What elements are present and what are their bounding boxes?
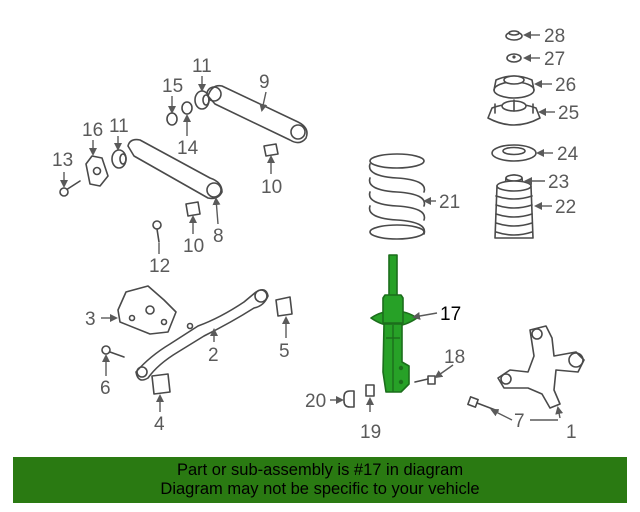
callout-3: 3 [85, 309, 96, 330]
callout-22: 22 [555, 197, 576, 218]
callout-24: 24 [557, 144, 579, 165]
callout-11a: 11 [192, 56, 212, 77]
callout-4: 4 [154, 414, 165, 435]
coil-spring-part-21 [368, 153, 426, 240]
callout-26: 26 [555, 75, 576, 96]
bushing-part-11b [111, 149, 127, 169]
nut-part-20 [343, 390, 355, 408]
nut-part-19 [365, 384, 375, 397]
callout-27: 27 [544, 49, 565, 70]
callout-17: 17 [440, 304, 461, 325]
callout-21: 21 [439, 192, 460, 213]
bolt-part-13 [59, 180, 81, 197]
callout-10b: 10 [183, 236, 204, 257]
trailing-arm-part-2 [135, 288, 269, 381]
callout-11b: 11 [109, 116, 129, 137]
control-arm-part-8 [127, 138, 223, 200]
bushing-part-10a [263, 143, 279, 157]
bearing-part-26 [493, 75, 535, 99]
callout-15: 15 [162, 76, 183, 97]
control-arm-part-9 [206, 84, 308, 144]
callout-23: 23 [548, 172, 569, 193]
callout-2: 2 [208, 345, 219, 366]
boot-part-22 [494, 180, 534, 239]
seat-part-24 [491, 144, 537, 162]
mount-part-25 [487, 99, 541, 126]
callout-5: 5 [279, 341, 290, 362]
strut-assembly-part-17 [370, 254, 418, 393]
callout-labels: 28 27 26 25 24 23 22 21 17 18 1 7 19 20 … [52, 26, 579, 443]
bolt-part-7 [467, 396, 499, 412]
bushing-part-5 [275, 296, 293, 317]
bolt-part-6 [101, 345, 125, 358]
nut-part-27 [506, 53, 522, 63]
nut-part-15 [166, 112, 178, 126]
knuckle-part-1 [497, 325, 585, 409]
callout-12: 12 [149, 256, 170, 277]
callout-9: 9 [259, 72, 270, 93]
bracket-part-3 [117, 285, 177, 335]
callout-13: 13 [52, 150, 73, 171]
callout-1: 1 [566, 422, 577, 443]
bushing-part-11a [194, 90, 210, 110]
callout-16: 16 [82, 120, 103, 141]
bushing-part-4 [151, 373, 171, 395]
cap-part-28 [505, 30, 523, 41]
bushing-part-10b [185, 201, 201, 217]
notice-line-part: Part or sub-assembly is #17 in diagram [176, 461, 464, 479]
callout-18: 18 [444, 347, 465, 368]
bolt-part-12 [152, 220, 162, 243]
callout-10a: 10 [261, 177, 282, 198]
parts-diagram: 28 27 26 25 24 23 22 21 17 18 1 7 19 20 … [52, 26, 585, 443]
callout-14: 14 [177, 138, 199, 159]
bolt-part-18 [414, 375, 436, 385]
callout-7: 7 [514, 411, 525, 432]
callout-19: 19 [360, 422, 381, 443]
notice-line-disclaimer: Diagram may not be specific to your vehi… [160, 480, 480, 498]
bracket-part-16 [85, 155, 109, 187]
callout-6: 6 [100, 378, 111, 399]
callout-20: 20 [305, 391, 326, 412]
callout-25: 25 [558, 103, 579, 124]
notice-banner: Part or sub-assembly is #17 in diagram D… [13, 457, 627, 503]
leader-lines [60, 31, 564, 421]
callout-28: 28 [544, 26, 565, 47]
washer-part-14 [181, 101, 193, 115]
callout-8: 8 [213, 226, 224, 247]
